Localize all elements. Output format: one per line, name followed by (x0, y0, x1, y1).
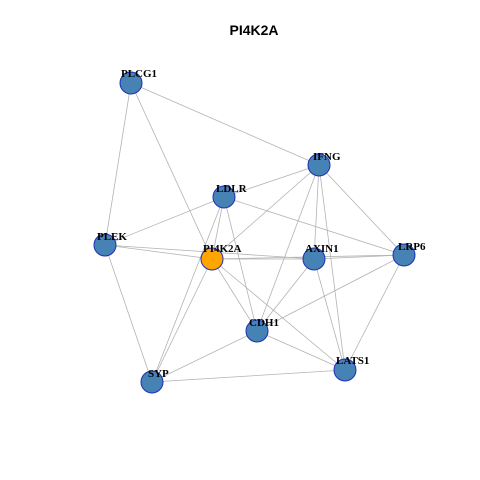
node-label-ldlr: LDLR (216, 183, 248, 195)
node-ifng (307, 153, 331, 177)
edge-ifng-ldlr (223, 164, 320, 198)
node-axin1 (302, 247, 326, 271)
node-plek (93, 233, 117, 257)
edge-ldlr-lrp6 (223, 196, 405, 256)
edge-plcg1-plek (104, 82, 132, 246)
edge-ifng-cdh1 (256, 164, 320, 332)
node-syp (140, 370, 164, 394)
edge-plek-syp (104, 244, 153, 383)
edge-axin1-lrp6 (313, 254, 405, 260)
node-label-axin1: AXIN1 (305, 243, 339, 255)
edge-pi4k2a-cdh1 (211, 258, 258, 332)
edge-plcg1-ifng (130, 82, 320, 166)
edge-pi4k2a-lats1 (211, 258, 346, 371)
edge-ldlr-cdh1 (223, 196, 258, 332)
edge-ifng-axin1 (313, 164, 320, 260)
edge-cdh1-syp (151, 330, 258, 383)
edge-lrp6-cdh1 (256, 254, 405, 332)
node-plcg1 (119, 71, 143, 95)
edge-syp-lats1 (151, 369, 346, 383)
edge-cdh1-lats1 (256, 330, 346, 371)
node-ldlr (212, 185, 236, 209)
node-cdh1 (245, 319, 269, 343)
edge-plcg1-pi4k2a (130, 82, 213, 260)
edge-ifng-lats1 (318, 164, 346, 371)
node-label-plcg1: PLCG1 (121, 68, 157, 80)
node-label-lrp6: LRP6 (398, 241, 426, 253)
node-lats1 (333, 358, 357, 382)
edge-plek-pi4k2a (104, 244, 213, 260)
edge-layer (104, 82, 405, 383)
edge-ldlr-syp (151, 196, 225, 383)
node-label-plek: PLEK (97, 231, 127, 243)
node-layer (93, 71, 416, 394)
edge-ldlr-plek (104, 196, 225, 246)
node-lrp6 (392, 243, 416, 267)
edge-ifng-lrp6 (318, 164, 405, 256)
figure-title: PI4K2A (229, 22, 278, 38)
node-label-lats1: LATS1 (336, 355, 369, 367)
edge-pi4k2a-syp (151, 258, 213, 383)
edge-axin1-lats1 (313, 258, 346, 371)
edge-axin1-cdh1 (256, 258, 315, 332)
node-label-syp: SYP (148, 368, 169, 380)
node-label-ifng: IFNG (313, 151, 341, 163)
edge-lrp6-lats1 (344, 254, 405, 371)
node-label-pi4k2a: PI4K2A (203, 243, 242, 255)
node-label-cdh1: CDH1 (249, 317, 279, 329)
node-pi4k2a (200, 247, 224, 271)
edge-ifng-pi4k2a (211, 164, 320, 260)
